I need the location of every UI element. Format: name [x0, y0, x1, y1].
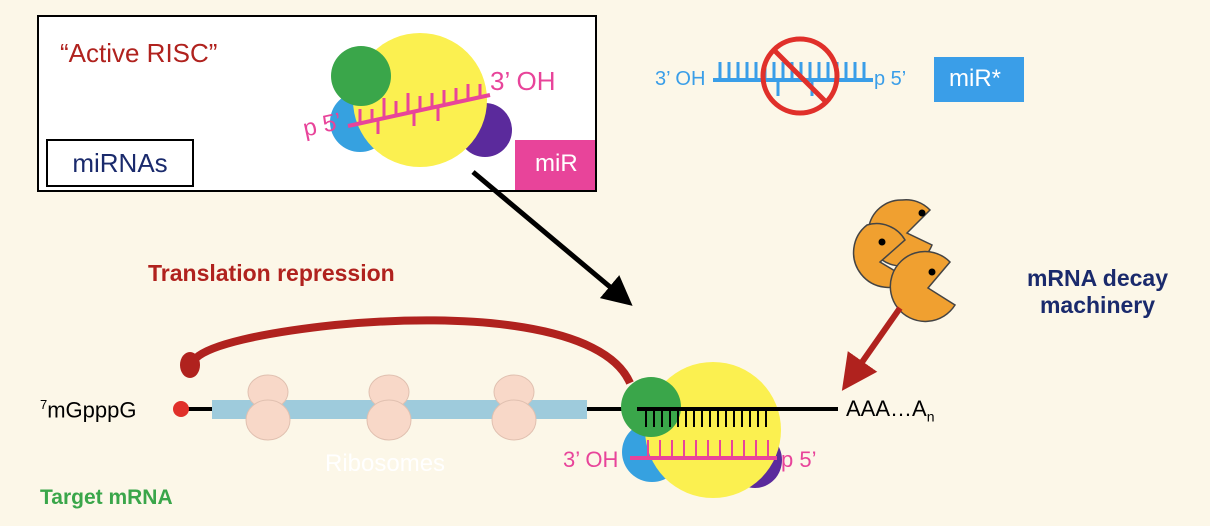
cap-superscript: 7 [40, 397, 48, 412]
top-mirna-strand [347, 84, 491, 134]
repression-end-cap [180, 352, 200, 378]
poly-a-label: AAA…An [846, 396, 935, 425]
mir-star-label: miR* [949, 65, 1001, 92]
top-risc-3oh-label: 3’ OH [490, 66, 556, 96]
cap-dot [173, 401, 189, 417]
mir-star-box [934, 57, 1024, 102]
bottom-p5-label: p 5’ [781, 447, 817, 472]
star-3oh-label: 3’ OH [655, 68, 706, 90]
bottom-mirna-strand [630, 407, 790, 460]
decay-arrow [841, 306, 903, 391]
target-mrna-label: Target mRNA [40, 486, 173, 509]
pacman-icon [852, 198, 957, 323]
mir-box [515, 140, 595, 190]
mirnas-text: miRNAs [72, 148, 168, 178]
arrow-icon [471, 170, 633, 306]
poly-a-subscript: n [926, 408, 935, 425]
decay-machinery-line1: mRNA decay [1026, 265, 1169, 291]
bottom-3oh-label: 3’ OH [563, 447, 619, 472]
cap-text: mGpppG [47, 397, 137, 423]
pacman-eyes [878, 209, 936, 276]
ribosomes-label: Ribosomes [325, 450, 446, 477]
mirnas-label: miRNAs [46, 139, 194, 187]
poly-a-text: AAA…A [846, 396, 927, 421]
prohibition-icon [760, 36, 840, 116]
cap-label: 7mGpppG [40, 398, 137, 421]
mir-label: miR [535, 150, 578, 177]
translation-repression-arrow [193, 316, 634, 385]
star-p5-label: p 5’ [874, 68, 907, 90]
active-risc-label: “Active RISC” [60, 38, 218, 68]
ribosome-icon [245, 374, 537, 441]
bottom-risc-complex-icon [621, 362, 782, 498]
translation-repression-label: Translation repression [148, 260, 395, 286]
decay-machinery-label: mRNA decay machinery [1000, 265, 1195, 319]
decay-machinery-line2: machinery [1039, 292, 1156, 318]
